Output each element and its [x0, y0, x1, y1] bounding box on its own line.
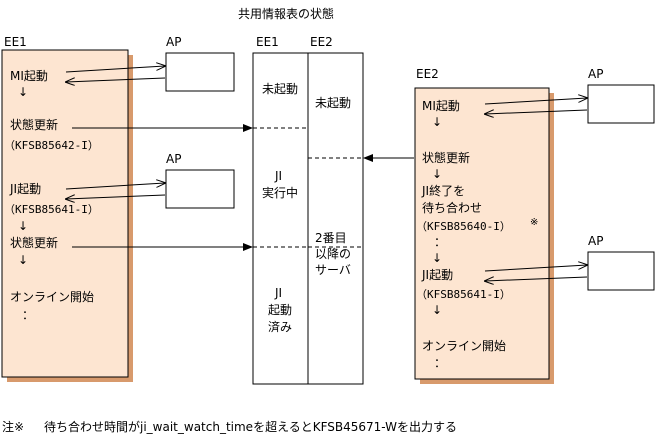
- ap-2-to-ee2-arrow: [485, 276, 588, 281]
- ap-1-to-ee2-arrow: [485, 109, 588, 114]
- ee2-ap-1-label: AP: [588, 67, 603, 81]
- ap-1-to-ee1-arrow: [66, 77, 166, 82]
- ee1-ap-2-box: [165, 169, 235, 209]
- ee2-wait-line-1: JI終了を: [421, 183, 465, 198]
- table-col2-state-2-line-1: 2番目: [315, 231, 347, 245]
- ee1-message-2: （KFSB85641-I）: [4, 203, 99, 216]
- table-col1-state-2-line-2: 実行中: [262, 185, 298, 200]
- ee2-ji-start: JI起動: [421, 268, 453, 282]
- ee1-message-1: （KFSB85642-I）: [4, 139, 99, 152]
- table-col1-header: EE1: [256, 35, 279, 49]
- ee2-dots-1: ：: [434, 235, 446, 249]
- ee2-online-start: オンライン開始: [422, 339, 506, 353]
- ee2-start-message: （KFSB85641-I）: [416, 288, 511, 301]
- ee2-arrow-4: ↓: [432, 303, 442, 317]
- ee2-to-ap-1-arrow: [484, 98, 587, 105]
- ap-2-to-ee1-arrow: [66, 194, 166, 199]
- ee2-box: [414, 87, 550, 380]
- footnote-text: 待ち合わせ時間がji_wait_watch_timeを超えるとKFSB45671…: [44, 419, 457, 434]
- table-col2-state-2-line-2: 以降の: [315, 247, 351, 261]
- ee2-status-update: 状態更新: [422, 150, 470, 165]
- ee2-ap-2-label: AP: [588, 234, 603, 248]
- table-col2-state-1: 未起動: [315, 96, 351, 110]
- table-col1-state-3-line-3: 済み: [268, 319, 292, 334]
- ee1-status-update-2: 状態更新: [10, 235, 58, 250]
- table-col1-state-3-line-1: JI: [274, 286, 282, 300]
- ee1-arrow-1: ↓: [18, 85, 28, 99]
- ee2-note-mark: ※: [530, 217, 538, 228]
- ee1-ji-start: JI起動: [9, 182, 41, 196]
- ee1-box: [1, 49, 129, 378]
- ee1-ap-1-label: AP: [166, 35, 181, 49]
- table-col2: [307, 52, 364, 385]
- ee1-to-ap-2-arrow: [65, 183, 165, 190]
- ee2-arrow-3: ↓: [432, 251, 442, 265]
- ee2-arrow-2: ↓: [432, 167, 442, 181]
- diagram-title: 共用情報表の状態: [238, 6, 334, 21]
- ee2-to-ap-2-arrow: [484, 265, 587, 272]
- ee2-wait-line-2: 待ち合わせ: [422, 200, 482, 215]
- table-col1-state-3-line-2: 起動: [268, 303, 292, 317]
- ee1-status-update-1: 状態更新: [10, 117, 58, 132]
- ee2-arrow-1: ↓: [432, 115, 442, 129]
- ee2-ap-1-box: [587, 84, 655, 124]
- ee1-ap-2-label: AP: [166, 152, 181, 166]
- ee1-arrow-2: ↓: [18, 219, 28, 233]
- ee1-continuation-dots: ：: [22, 308, 34, 322]
- ee1-mi-start: MI起動: [10, 69, 48, 83]
- ee1-arrow-3: ↓: [18, 253, 28, 267]
- ee1-ap-1-box: [165, 52, 235, 92]
- table-col1-state-1: 未起動: [262, 82, 298, 96]
- table-col2-state-2-line-3: サーバ: [315, 263, 351, 277]
- ee2-wait-message: （KFSB85640-I）: [416, 220, 511, 233]
- ee2-ap-2-box: [587, 251, 655, 291]
- ee2-dots-2: ：: [434, 356, 446, 370]
- ee1-online-start: オンライン開始: [10, 290, 94, 304]
- table-col1-state-2-line-1: JI: [274, 169, 282, 183]
- ee2-mi-start: MI起動: [422, 99, 460, 113]
- ee1-to-ap-1-arrow: [65, 66, 165, 73]
- table-col1: [252, 52, 309, 385]
- ee1-label: EE1: [4, 35, 27, 49]
- ee2-label: EE2: [416, 67, 439, 81]
- footnote-mark: 注※: [2, 419, 24, 434]
- table-col2-header: EE2: [310, 35, 333, 49]
